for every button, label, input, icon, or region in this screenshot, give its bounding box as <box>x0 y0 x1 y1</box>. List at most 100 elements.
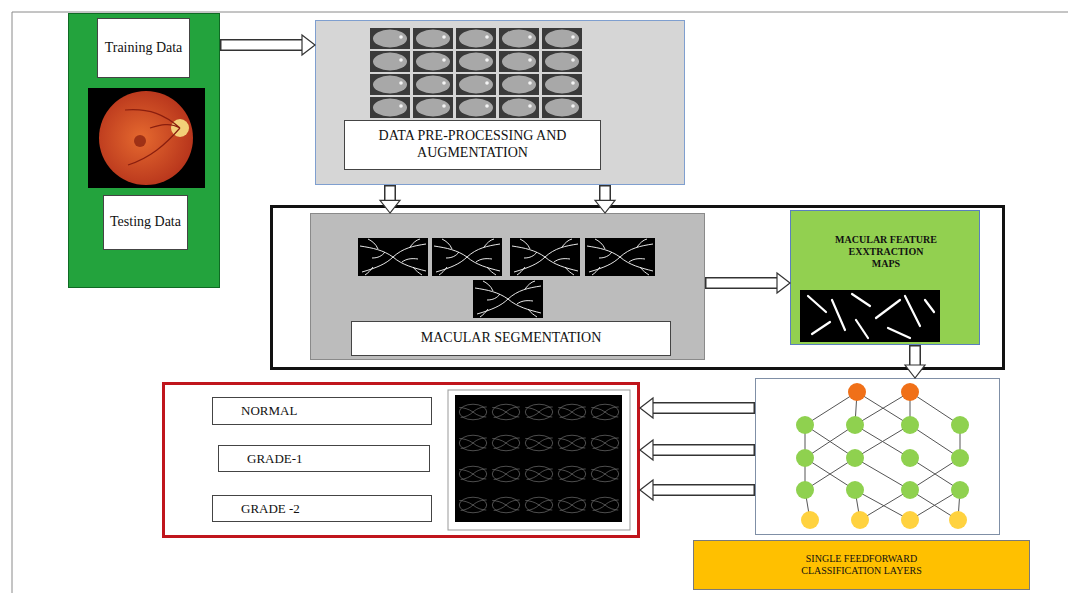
hollow-arrow <box>640 398 755 418</box>
neural-network-icon-part-part <box>846 449 864 467</box>
graded-vessel-image <box>459 404 486 420</box>
graded-image-panel-part <box>455 395 622 522</box>
graded-vessel-image <box>459 435 486 451</box>
fundus-image-part <box>171 119 189 137</box>
augmented-image-part <box>542 28 582 49</box>
panel-title: MACULAR SEGMENTATION <box>351 321 671 356</box>
graded-vessel-image <box>492 466 519 482</box>
neural-network-icon-part-part <box>910 490 958 520</box>
panel-title: MACULAR FEATURE EXXTRACTION MAPS <box>826 215 946 289</box>
arrow-outline <box>653 444 755 456</box>
arrow-fill <box>652 404 754 413</box>
augmented-image <box>413 51 453 72</box>
arrow-fill <box>911 347 920 367</box>
neural-network-icon-part-part <box>949 511 967 529</box>
frame-lines-part <box>12 12 1068 13</box>
neural-network-icon-part <box>805 392 960 520</box>
arrow-head <box>640 398 653 418</box>
augmented-image-part <box>370 97 410 118</box>
neural-network-icon-part-part <box>860 490 910 520</box>
augmented-image-part <box>485 81 489 85</box>
graded-vessel-image <box>492 435 519 451</box>
neural-network-icon-part-part <box>805 490 810 520</box>
arrow-outline <box>599 185 611 200</box>
label-box: SINGLE FEEDFORWARD CLASSIFICATION LAYERS <box>693 540 1030 590</box>
augmented-image-part <box>373 30 407 48</box>
graded-vessel-image <box>492 404 519 420</box>
augmented-image <box>499 51 539 72</box>
augmented-image-part <box>416 53 450 71</box>
augmented-image-part <box>545 30 579 48</box>
augmented-image <box>542 74 582 95</box>
augmented-image-part <box>542 74 582 95</box>
augmented-image <box>499 28 539 49</box>
graded-vessel-image <box>558 404 585 420</box>
neural-network-icon-part-part <box>951 449 969 467</box>
augmented-image-part <box>373 76 407 94</box>
neural-network-icon-part-part <box>901 511 919 529</box>
graded-vessel-image <box>558 466 585 482</box>
augmented-image <box>413 74 453 95</box>
arrow-fill <box>707 279 779 288</box>
frame-lines-part <box>12 12 13 593</box>
feature-map-image-part-part <box>812 322 830 334</box>
neural-network-icon-part-part <box>951 481 969 499</box>
augmented-image <box>542 97 582 118</box>
neural-network-icon-part-part <box>855 490 910 520</box>
neural-network-icon <box>796 383 969 529</box>
class-box: GRADE -2 <box>212 495 432 522</box>
arrow-outline <box>653 484 755 496</box>
arrow-outline <box>384 185 396 200</box>
neural-network-icon-part-part <box>796 449 814 467</box>
augmented-image <box>456 74 496 95</box>
neural-network-icon-part-part <box>901 383 919 401</box>
augmented-image-part <box>528 58 532 62</box>
augmented-image-part <box>399 104 403 108</box>
neural-network-icon-part-part <box>857 392 910 425</box>
augmented-image-part <box>502 53 536 71</box>
hollow-arrow <box>640 440 755 460</box>
data-box: Testing Data <box>103 195 188 250</box>
arrow-outline <box>909 345 921 365</box>
augmented-image <box>542 28 582 49</box>
graded-vessel-image <box>591 466 618 482</box>
feature-map-image-part-part <box>888 328 910 338</box>
arrow-fill <box>652 486 754 495</box>
graded-vessel-image <box>525 497 552 513</box>
feature-map-image-part-part <box>925 300 934 312</box>
segmented-vessel-images <box>358 238 655 318</box>
segmented-vessel-images-part <box>473 280 543 318</box>
neural-network-icon-part-part <box>951 416 969 434</box>
graded-vessel-image <box>459 466 486 482</box>
augmented-image <box>456 28 496 49</box>
arrow-fill <box>601 187 610 202</box>
neural-network-icon-part-part <box>960 425 961 458</box>
augmented-image-part <box>485 58 489 62</box>
augmented-image-part <box>528 104 532 108</box>
arrow-head <box>380 200 400 213</box>
neural-network-icon-part-part <box>805 392 857 425</box>
arrow-head <box>302 35 315 55</box>
fundus-image-part <box>134 135 146 147</box>
graded-vessel-image <box>591 435 618 451</box>
augmented-image-part <box>416 30 450 48</box>
neural-network-icon-part-part <box>855 425 910 458</box>
neural-network-icon-part-part <box>901 416 919 434</box>
graded-image-panel-part <box>459 404 618 513</box>
graded-image-panel <box>448 390 630 530</box>
augmented-image-part <box>571 35 575 39</box>
graded-vessel-image <box>492 497 519 513</box>
augmented-image <box>413 28 453 49</box>
augmented-image-part <box>499 97 539 118</box>
neural-network-icon-part-part <box>846 481 864 499</box>
neural-network-icon-part-part <box>796 481 814 499</box>
augmented-image-part <box>442 81 446 85</box>
augmented-image-part <box>370 51 410 72</box>
neural-network-icon-part <box>796 416 969 499</box>
process-panel: MACULAR SEGMENTATION <box>310 213 705 360</box>
neural-network-icon-part-part <box>910 458 960 490</box>
box-label: GRADE-1 <box>219 446 429 471</box>
graded-vessel-image <box>459 497 486 513</box>
neural-network-icon-part-part <box>805 458 806 490</box>
fundus-image-part <box>99 91 193 185</box>
